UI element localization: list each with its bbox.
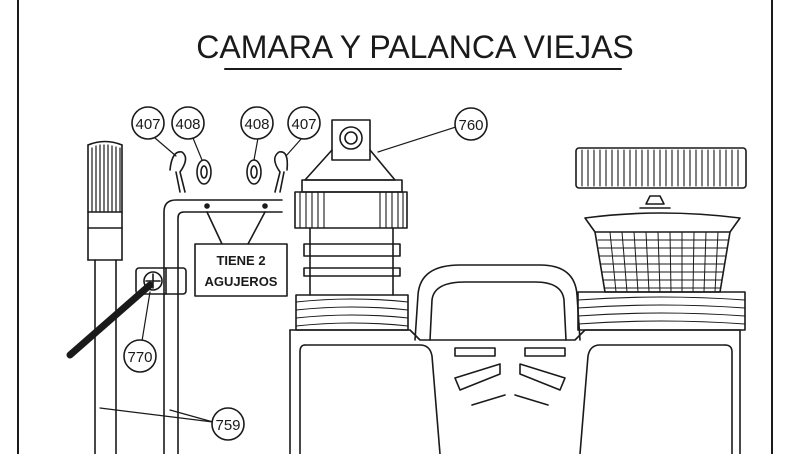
- washer-left: [196, 159, 212, 185]
- lever-handle: [87, 140, 123, 455]
- callout-label: 408: [175, 116, 200, 133]
- clip-pin-right: [273, 151, 289, 193]
- note-line-1: TIENE 2: [216, 253, 265, 268]
- pump-cylinder: [294, 119, 409, 331]
- clamp: [135, 267, 187, 295]
- callout-759: 759: [211, 407, 245, 441]
- note-box: TIENE 2 AGUJEROS: [194, 243, 288, 297]
- clip-pin-left: [169, 151, 187, 193]
- cap-grip-ridges: [581, 149, 739, 187]
- callout-760: 760: [454, 107, 488, 141]
- callout-407-right: 407: [287, 106, 321, 140]
- cylinder-grip-ridges: [299, 191, 404, 229]
- neck-thread: [577, 296, 746, 325]
- callout-408-right: 408: [240, 106, 274, 140]
- diagram-title: CAMARA Y PALANCA VIEJAS: [196, 29, 634, 65]
- strainer-basket: [577, 212, 746, 331]
- strainer-mesh: [597, 231, 729, 293]
- note-line-2: AGUJEROS: [205, 274, 278, 289]
- callout-408-left: 408: [171, 106, 205, 140]
- callout-label: 760: [458, 117, 483, 134]
- callout-label: 407: [291, 116, 316, 133]
- leader-lines: [99, 125, 460, 423]
- callout-label: 407: [135, 116, 160, 133]
- callout-label: 759: [215, 417, 240, 434]
- cylinder-thread: [295, 298, 409, 327]
- l-rod: [163, 199, 283, 455]
- washer-right: [246, 159, 262, 185]
- lever-arm: [66, 281, 154, 359]
- callout-407-left: 407: [131, 106, 165, 140]
- tank-body: [289, 264, 741, 455]
- callout-label: 770: [127, 349, 152, 366]
- callout-770: 770: [123, 339, 157, 373]
- tank-cap: [575, 147, 747, 209]
- handle-grip-ridges: [91, 144, 121, 213]
- callout-label: 408: [244, 116, 269, 133]
